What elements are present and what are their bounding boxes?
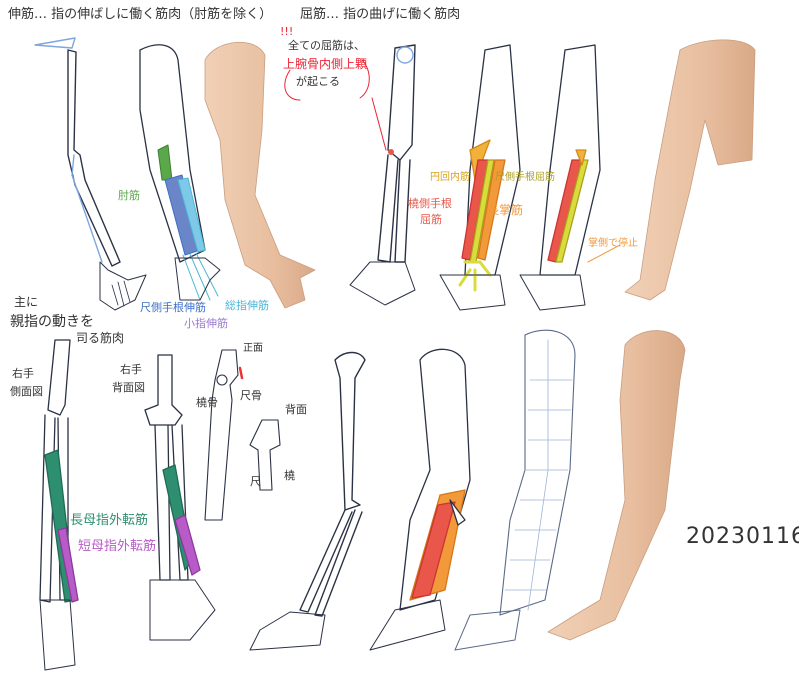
flexor-muscle-arm-2 [519,44,621,311]
label-pronator: 円回内筋 [430,172,470,183]
thumb-heading-2: 親指の動きを [10,314,94,330]
thumb-back-skeleton-arm [144,354,216,641]
extensor-heading: 伸筋… 指の伸ばしに働く筋肉（肘筋を除く） [8,7,273,22]
extensor-skin-arm [204,41,316,309]
extensor-muscle-arm [139,44,221,301]
note-line3: が起こる [296,75,340,88]
label-ulna: 尺骨 [240,389,262,402]
note-bracket [284,59,370,101]
side-view-label-1: 右手 [12,367,34,380]
flexor-skin-arm [624,39,756,301]
label-fcr-1: 橈側手根 [408,197,452,210]
date-label: 20230116 [686,524,799,549]
muscle-arm-large [369,348,471,651]
back-view-label-1: 右手 [120,363,142,376]
wireframe-arm [454,329,576,651]
extensor-skeleton-arm [34,37,147,311]
skin-arm-large [547,330,686,641]
skeleton-arm-large [249,351,366,651]
label-back: 背面 [285,403,307,416]
side-view-label-2: 側面図 [10,385,43,398]
flexor-heading: 屈筋… 指の曲げに働く筋肉 [300,7,461,22]
label-anconeus: 肘筋 [118,189,140,202]
label-fcu: 尺側手根屈筋 [495,172,555,183]
thumb-heading-1: 主に [14,295,39,309]
flexor-skeleton-arm [349,44,416,306]
label-ecu: 尺側手根伸筋 [140,301,206,314]
label-apb: 短母指外転筋 [78,539,157,554]
back-view-label-2: 背面図 [112,381,145,394]
note-marks: !!! [280,25,294,38]
label-front: 正面 [243,343,263,354]
elbow-bone-diagram [204,349,281,521]
thumb-heading-3: 司る筋肉 [76,331,125,345]
label-apl: 長母指外転筋 [70,513,149,528]
label-radius-short: 橈 [284,469,295,482]
label-insertion: 掌側で停止 [588,238,638,249]
label-radius: 橈骨 [196,396,218,409]
label-edm: 小指伸筋 [184,317,228,330]
label-ed: 総指伸筋 [225,299,269,312]
label-fcr-2: 屈筋 [420,213,442,226]
flexor-muscle-arm [439,44,521,311]
label-ulna-short: 尺 [250,475,261,488]
note-line1: 全ての屈筋は、 [288,39,365,52]
label-pl: 長掌筋 [487,203,524,217]
note-line2: 上腕骨内側上顆 [283,57,368,71]
thumb-side-skeleton-arm [39,339,79,671]
